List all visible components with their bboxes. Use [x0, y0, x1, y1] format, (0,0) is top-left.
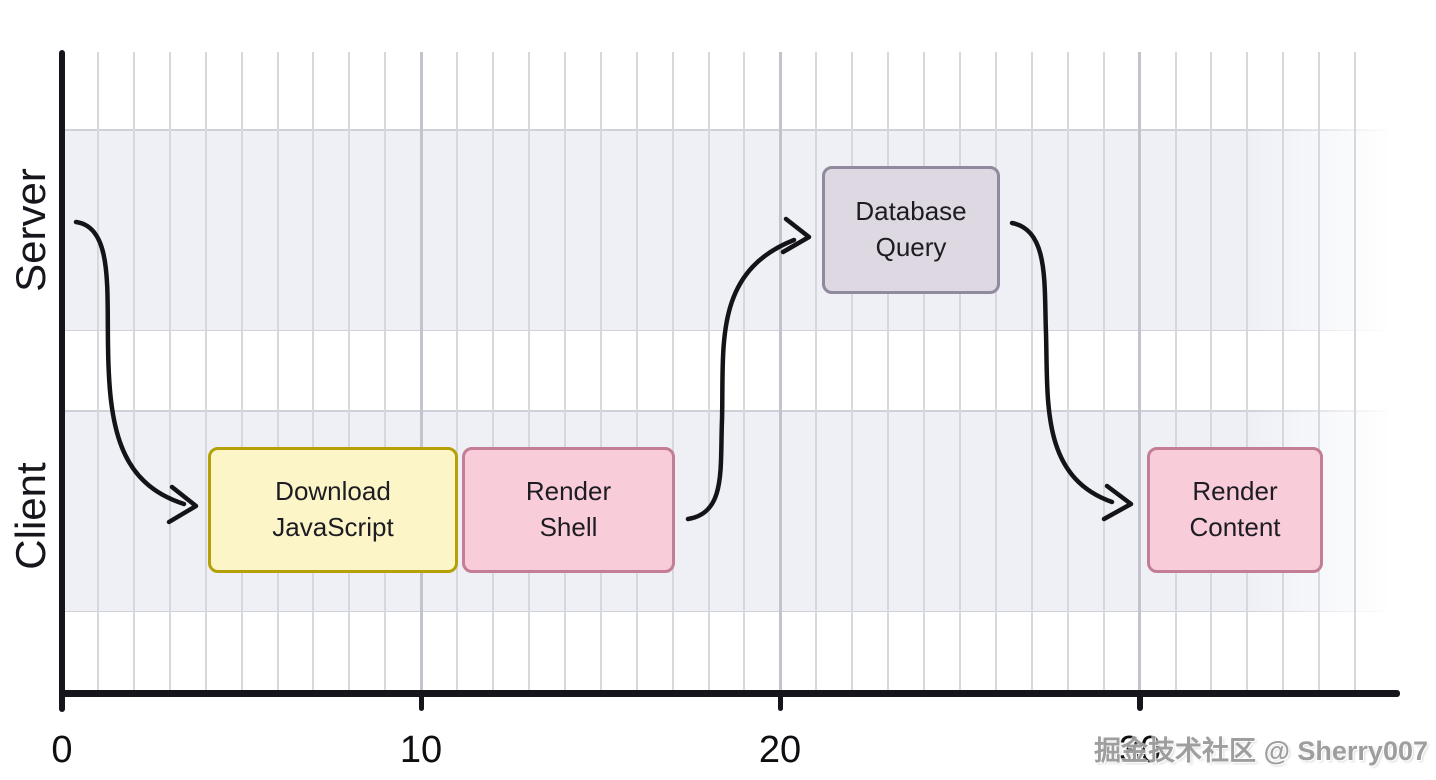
gridline-minor: [168, 52, 171, 690]
gridline-minor: [563, 52, 566, 690]
gridline-minor: [887, 52, 890, 690]
gridline-minor: [1030, 52, 1033, 690]
gridline-minor: [994, 52, 997, 690]
x-tick-20: [777, 694, 783, 711]
x-tick-30: [1137, 694, 1143, 711]
gridline-minor: [959, 52, 961, 690]
x-tick-0: [59, 694, 65, 711]
lane-label-client: Client: [7, 462, 54, 570]
task-download-javascript: Download JavaScript: [208, 447, 458, 573]
gridline-minor: [492, 52, 495, 690]
gridline-minor: [456, 52, 459, 690]
x-tick-10: [418, 694, 424, 711]
x-tick-label-30: 30: [1118, 729, 1162, 771]
gridline-minor: [1282, 52, 1285, 690]
gridline-minor: [312, 52, 315, 690]
gridline-minor: [1246, 52, 1249, 690]
x-tick-label-20: 20: [758, 729, 802, 771]
gridline-major: [1138, 52, 1142, 690]
gridline-minor: [1210, 52, 1213, 690]
gridline-minor: [384, 52, 387, 690]
gridline-major: [778, 52, 782, 690]
gridline-minor: [1318, 52, 1321, 690]
x-tick-label-0: 0: [51, 729, 73, 771]
task-database-query: Database Query: [822, 166, 1000, 294]
gridline-minor: [348, 52, 351, 690]
gridline-minor: [743, 52, 746, 690]
gridline-minor: [1174, 52, 1177, 690]
gridline-minor: [671, 52, 674, 690]
gridline-minor: [132, 52, 135, 690]
gridline-minor: [96, 52, 99, 690]
gridline-minor: [276, 52, 279, 690]
lane-band-server: [62, 129, 1392, 331]
gridline-minor: [635, 52, 638, 690]
task-render-content: Render Content: [1147, 447, 1323, 573]
watermark: 掘金技术社区 @ Sherry007: [1094, 736, 1428, 766]
gridline-minor: [815, 52, 818, 690]
gridline-minor: [1354, 52, 1357, 690]
x-tick-label-10: 10: [399, 729, 443, 771]
gridline-minor: [240, 52, 243, 690]
gridline-minor: [599, 52, 602, 690]
lane-label-server: Server: [7, 168, 54, 292]
task-render-shell: Render Shell: [462, 447, 675, 573]
gridline-minor: [1102, 52, 1105, 690]
gridline-minor: [851, 52, 854, 690]
gridline-major: [419, 52, 423, 690]
gridline-minor: [527, 52, 530, 690]
x-axis-line: [59, 690, 1400, 697]
gridline-minor: [204, 52, 207, 690]
y-axis-line: [59, 50, 65, 712]
gridline-minor: [1066, 52, 1069, 690]
gridline-minor: [923, 52, 926, 690]
gridline-minor: [707, 52, 710, 690]
